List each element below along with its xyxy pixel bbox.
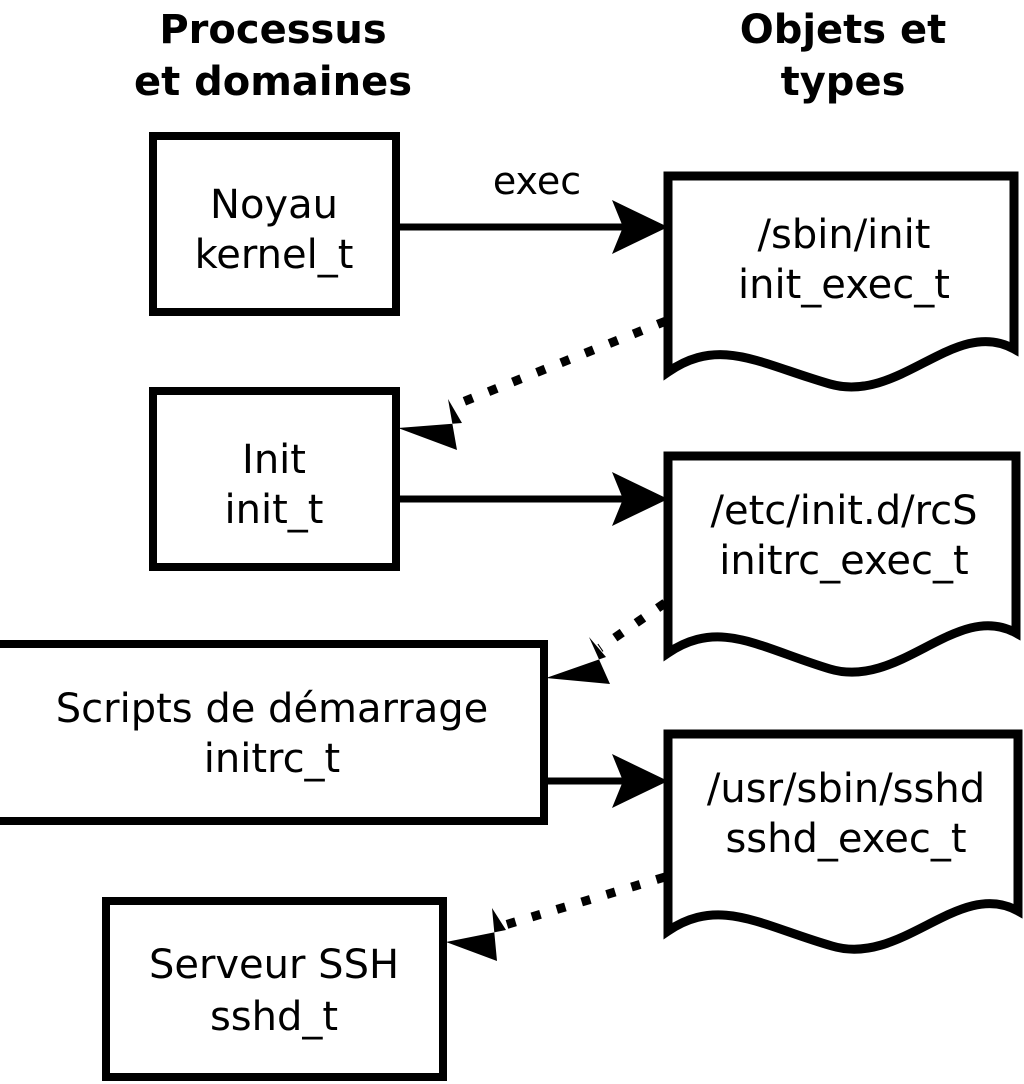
- sshd-exec-doc-fill: [668, 734, 1018, 950]
- initrc-label-line2: initrc_t: [204, 736, 341, 782]
- object-node-initrc-exec[interactable]: /etc/init.d/rcS initrc_exec_t: [663, 451, 1021, 677]
- column-heading-objects: Objets et types: [740, 7, 947, 105]
- edge-initrc-to-sshd-exec-arrowhead: [612, 754, 668, 808]
- object-node-sshd-exec[interactable]: /usr/sbin/sshd sshd_exec_t: [663, 729, 1023, 954]
- kernel-label-line1: Noyau: [210, 182, 338, 228]
- process-node-initrc[interactable]: Scripts de démarrage initrc_t: [0, 640, 548, 825]
- init-exec-doc-fill: [668, 176, 1014, 387]
- object-node-init-exec[interactable]: /sbin/init init_exec_t: [663, 171, 1019, 392]
- edge-kernel-exec-init-exec[interactable]: exec: [396, 159, 668, 254]
- initrc-exec-doc-fill: [668, 456, 1016, 673]
- process-node-init[interactable]: Init init_t: [149, 387, 400, 571]
- init-exec-label-line1: /sbin/init: [758, 212, 931, 258]
- initrc-exec-doc-outline[interactable]: [663, 451, 1021, 677]
- edge-init-exec-to-init[interactable]: [398, 316, 668, 450]
- process-node-kernel[interactable]: Noyau kernel_t: [149, 132, 400, 316]
- edge-initrc-to-sshd-exec[interactable]: [544, 754, 668, 808]
- edge-initrc-exec-to-initrc-line: [597, 599, 668, 652]
- edge-label-exec: exec: [493, 159, 581, 203]
- process-node-sshd[interactable]: Serveur SSH sshd_t: [102, 897, 447, 1081]
- edge-init-to-initrc-exec[interactable]: [396, 472, 668, 526]
- column-heading-processes: Processus et domaines: [134, 7, 412, 105]
- sshd-label-line2: sshd_t: [210, 994, 338, 1040]
- heading-objects-line2: types: [781, 59, 906, 105]
- sshd-exec-doc-outline[interactable]: [663, 729, 1023, 954]
- edge-initrc-exec-to-initrc[interactable]: [546, 599, 668, 684]
- edge-init-to-initrc-exec-arrowhead: [612, 472, 668, 526]
- kernel-label-line2: kernel_t: [195, 232, 354, 278]
- edge-init-exec-to-init-line: [453, 316, 668, 410]
- initrc-exec-label-line2: initrc_exec_t: [719, 538, 968, 584]
- init-exec-label-line2: init_exec_t: [738, 262, 950, 308]
- init-label-line2: init_t: [225, 487, 324, 533]
- heading-processes-line1: Processus: [159, 7, 386, 53]
- init-box[interactable]: [149, 387, 400, 571]
- sshd-box[interactable]: [102, 897, 447, 1081]
- edge-kernel-exec-arrowhead: [612, 200, 668, 254]
- initrc-exec-label-line1: /etc/init.d/rcS: [710, 488, 977, 534]
- initrc-label-line1: Scripts de démarrage: [56, 686, 488, 732]
- edge-init-exec-to-init-arrowhead: [398, 399, 462, 450]
- init-label-line1: Init: [242, 437, 306, 483]
- heading-objects-line1: Objets et: [740, 7, 947, 53]
- sshd-exec-label-line2: sshd_exec_t: [725, 816, 966, 862]
- init-exec-doc-outline[interactable]: [663, 171, 1019, 392]
- heading-processes-line2: et domaines: [134, 59, 412, 105]
- edge-sshd-exec-to-sshd-arrowhead: [446, 908, 506, 961]
- sshd-exec-label-line1: /usr/sbin/sshd: [707, 766, 985, 812]
- initrc-box[interactable]: [0, 640, 548, 825]
- sshd-label-line1: Serveur SSH: [149, 942, 399, 988]
- edge-sshd-exec-to-sshd-line: [503, 872, 667, 930]
- edge-sshd-exec-to-sshd[interactable]: [446, 872, 667, 961]
- edge-initrc-exec-to-initrc-arrowhead: [546, 637, 610, 684]
